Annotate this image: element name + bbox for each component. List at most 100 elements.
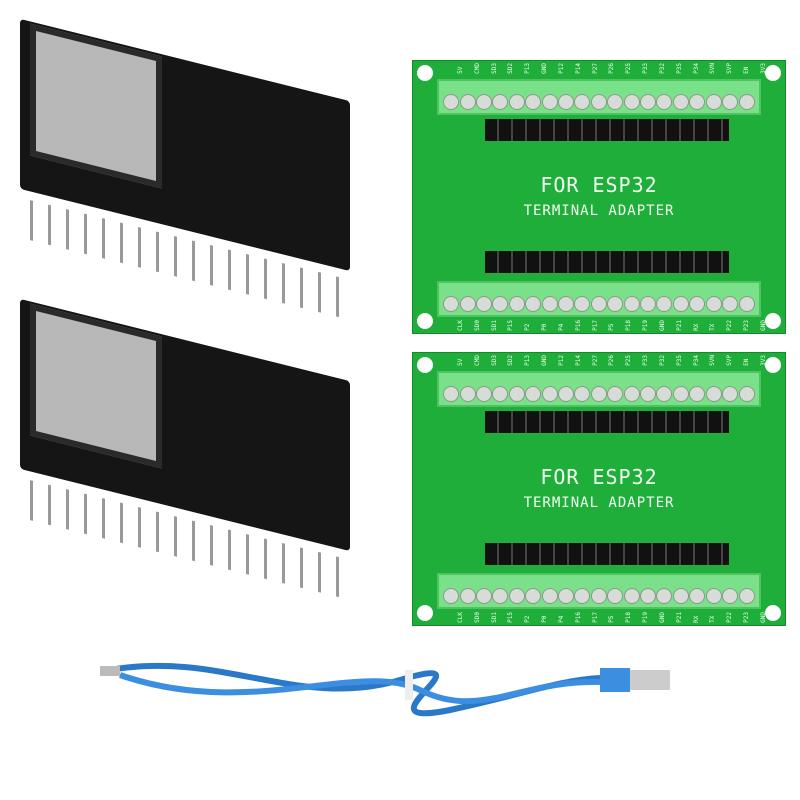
terminal-screw (640, 588, 657, 604)
terminal-screw (722, 296, 739, 312)
terminal-screw (508, 588, 525, 604)
terminal-screw (722, 588, 739, 604)
cable-tie (405, 670, 413, 700)
usb-a-housing (600, 668, 630, 692)
pin-label: SD1 (490, 612, 498, 623)
terminal-screw (689, 296, 706, 312)
pin-label: SD0 (473, 320, 481, 331)
terminal-screw (738, 296, 755, 312)
pin-label: CMD (473, 355, 481, 366)
pin-label: 5V (457, 66, 464, 74)
terminal-screw (459, 94, 476, 110)
pin-label: P27 (591, 63, 599, 74)
pin-label: TX (709, 615, 717, 623)
terminal-screw (672, 386, 689, 402)
screw-terminal-bottom (437, 573, 761, 609)
terminal-screw (541, 386, 558, 402)
terminal-screw (640, 94, 657, 110)
terminal-screw (672, 296, 689, 312)
mounting-hole (765, 313, 781, 329)
esp32-board-1 (0, 18, 380, 320)
pin-label: EN (743, 358, 751, 366)
pin-label: SVP (726, 63, 734, 74)
terminal-screw (689, 94, 706, 110)
pin-label: GND (759, 612, 767, 623)
terminal-screw (476, 94, 493, 110)
pin-label: CLK (457, 320, 464, 331)
pin-label: GND (658, 612, 666, 623)
pin-label: P21 (675, 612, 683, 623)
pin-label: SVN (709, 355, 717, 366)
pin-label: P19 (642, 320, 650, 331)
pin-label: P2 (524, 323, 532, 331)
terminal-screw (672, 588, 689, 604)
pin-label: SD2 (507, 355, 515, 366)
terminal-screw (640, 386, 657, 402)
pin-label: P2 (524, 615, 532, 623)
pin-label: P21 (675, 320, 683, 331)
female-header-bottom (485, 251, 729, 273)
terminal-screw (574, 588, 591, 604)
mounting-hole (765, 605, 781, 621)
terminal-screw (590, 94, 607, 110)
terminal-screw (590, 588, 607, 604)
pin-label: CMD (473, 63, 481, 74)
pin-label: SVP (726, 355, 734, 366)
pin-label: 3V3 (759, 63, 767, 74)
adapter-title: FOR ESP32 (540, 173, 658, 197)
screw-terminal-top (437, 79, 761, 115)
pin-label: P32 (658, 63, 666, 74)
pin-label: P18 (625, 320, 633, 331)
pin-label: P22 (726, 612, 734, 623)
pin-label: P35 (675, 63, 683, 74)
pin-label: P13 (524, 63, 532, 74)
terminal-screw (525, 94, 542, 110)
terminal-screw (558, 386, 575, 402)
female-header-top (485, 119, 729, 141)
pin-label: SD2 (507, 63, 515, 74)
pin-label: 3V3 (759, 355, 767, 366)
pin-label: P16 (574, 612, 582, 623)
pin-label: P17 (591, 612, 599, 623)
pin-label: P18 (625, 612, 633, 623)
pin-label: SD1 (490, 320, 498, 331)
pin-label: P5 (608, 323, 616, 331)
pin-label: P33 (642, 63, 650, 74)
terminal-screw (443, 296, 460, 312)
micro-usb-plug (100, 666, 120, 676)
pin-label: RX (692, 615, 700, 623)
pin-label: P14 (574, 355, 582, 366)
terminal-screw (640, 296, 657, 312)
terminal-screw (738, 94, 755, 110)
terminal-screw (443, 94, 460, 110)
terminal-screw (525, 386, 542, 402)
terminal-screw (541, 94, 558, 110)
pin-label: P26 (608, 355, 616, 366)
terminal-screw (492, 296, 509, 312)
terminal-screw (525, 588, 542, 604)
terminal-screw (705, 588, 722, 604)
terminal-screw (623, 94, 640, 110)
pin-label: P22 (726, 320, 734, 331)
terminal-screw (459, 386, 476, 402)
terminal-screw (656, 588, 673, 604)
female-header-top (485, 411, 729, 433)
terminal-screw (607, 296, 624, 312)
terminal-screw (558, 588, 575, 604)
terminal-screw (656, 94, 673, 110)
mounting-hole (417, 65, 433, 81)
pin-label: P23 (743, 612, 751, 623)
pin-label: P4 (557, 323, 565, 331)
terminal-screw (508, 386, 525, 402)
usb-cable (100, 662, 670, 717)
pin-label: P19 (642, 612, 650, 623)
pin-label: SD3 (490, 355, 498, 366)
terminal-screw (607, 386, 624, 402)
pin-label: GND (759, 320, 767, 331)
pin-label: P25 (625, 355, 633, 366)
pin-label: P33 (642, 355, 650, 366)
